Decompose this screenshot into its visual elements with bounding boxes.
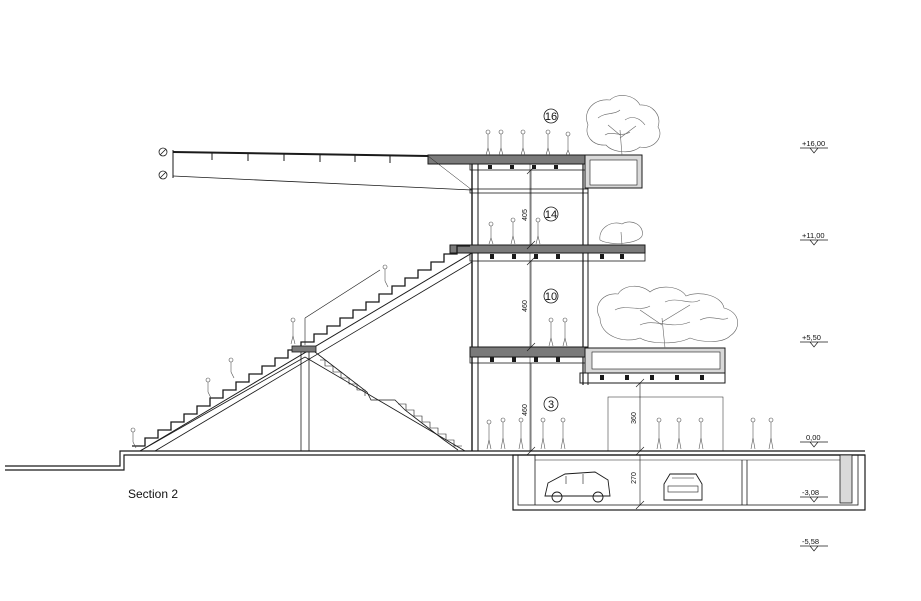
floor-marker-10: 10 xyxy=(545,291,557,303)
cantilever-canopy xyxy=(158,147,473,191)
roof-tree xyxy=(586,95,661,156)
trees xyxy=(586,95,738,349)
large-tree xyxy=(597,285,738,349)
tower-structure xyxy=(427,154,726,452)
level-label-0: 0,00 xyxy=(806,433,821,442)
people-figures xyxy=(130,129,774,450)
grandstand-stairs xyxy=(132,245,473,452)
section-title: Section 2 xyxy=(128,487,178,501)
floor-marker-circles xyxy=(543,108,559,412)
floor-marker-3: 3 xyxy=(548,399,554,411)
dimension-360: 360 xyxy=(631,412,638,424)
dimension-405: 405 xyxy=(522,209,529,221)
ground-line xyxy=(5,450,865,471)
floor-marker-14: 14 xyxy=(545,209,557,221)
level-label-minus-3-08: -3,08 xyxy=(802,488,819,497)
dimension-460-upper: 460 xyxy=(522,300,529,312)
dimension-lines xyxy=(526,165,645,510)
dimension-460-lower: 460 xyxy=(522,404,529,416)
level-label-minus-5-58: -5,58 xyxy=(802,537,819,546)
floor-marker-16: 16 xyxy=(545,111,557,123)
basement-garage xyxy=(512,454,866,511)
level-label-11: +11,00 xyxy=(802,231,825,240)
level-label-5-50: +5,50 xyxy=(802,333,821,342)
level-label-16: +16,00 xyxy=(802,139,825,148)
level-markers xyxy=(800,147,828,552)
middle-tree xyxy=(599,221,643,246)
dimension-270: 270 xyxy=(631,472,638,484)
